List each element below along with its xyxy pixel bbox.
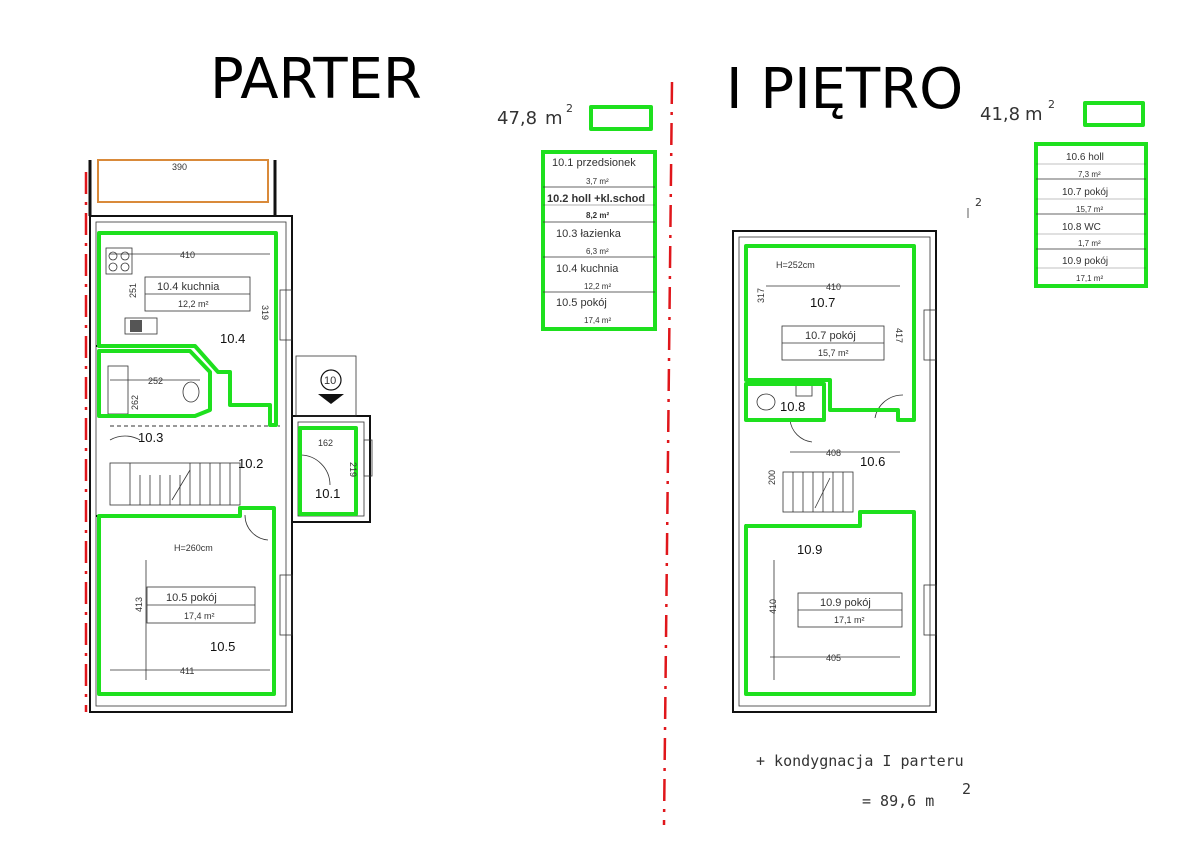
- pietro-title: I PIĘTRO: [726, 57, 963, 122]
- bathtub-icon: [107, 365, 129, 415]
- svg-text:10.9 pokój: 10.9 pokój: [820, 597, 871, 609]
- svg-text:410: 410: [826, 282, 841, 292]
- parter-table-name: 10.1 przedsionek: [552, 157, 636, 169]
- parter-table-name: 10.4 kuchnia: [556, 263, 619, 275]
- door-swing-icon: [109, 435, 141, 441]
- room-number: 10.6: [860, 454, 885, 469]
- pietro-table-area: 15,7 m²: [1076, 205, 1103, 214]
- pietro-table-area: 7,3 m²: [1078, 170, 1101, 179]
- pietro-walls: [732, 230, 937, 713]
- svg-text:251: 251: [128, 283, 138, 298]
- svg-text:162: 162: [318, 438, 333, 448]
- room-number: 10.4: [220, 331, 245, 346]
- svg-text:262: 262: [130, 395, 140, 410]
- parter-stairs: [109, 462, 241, 506]
- ceiling-height-label: H=260cm: [174, 543, 213, 553]
- summary-line-1: + kondygnacja I parteru: [756, 752, 964, 770]
- stray-superscript: 2: [975, 196, 982, 209]
- parter-table-name: 10.2 holl +kl.schod: [547, 193, 645, 205]
- svg-text:10.4 kuchnia: 10.4 kuchnia: [157, 281, 220, 293]
- stove-icon: [105, 247, 133, 275]
- parter-walls: [88, 159, 373, 713]
- pietro-room-table: 10.6 holl 7,3 m² 10.7 pokój 15,7 m² 10.8…: [1034, 142, 1148, 288]
- parter-table-area: 3,7 m²: [586, 177, 609, 186]
- entrance-marker: 10: [318, 369, 344, 404]
- pietro-table-area: 17,1 m²: [1076, 274, 1103, 283]
- pietro-area-highlight: [1083, 101, 1145, 127]
- pietro-area-total: 41,8 m 2: [980, 98, 1055, 125]
- svg-text:413: 413: [134, 597, 144, 612]
- parter-table-area: 8,2 m²: [586, 211, 609, 220]
- parter-dimensions: 390 410 251 319 252 262 162 219 413 411: [110, 162, 358, 680]
- svg-text:408: 408: [826, 448, 841, 458]
- kuchnia-label-box: 10.4 kuchnia 12,2 m²: [144, 276, 251, 312]
- pietro-dimensions: 410 317 417 408 200 410 405: [756, 282, 904, 680]
- svg-text:317: 317: [756, 288, 766, 303]
- svg-text:15,7 m²: 15,7 m²: [818, 348, 849, 358]
- parter-title: PARTER: [210, 47, 422, 112]
- room-number: 10.5: [210, 639, 235, 654]
- parter-table-area: 6,3 m²: [586, 247, 609, 256]
- sink-icon: [124, 317, 158, 335]
- pietro-room-highlights: [744, 244, 916, 696]
- svg-text:411: 411: [180, 666, 194, 676]
- svg-text:47,8: 47,8: [497, 108, 537, 129]
- svg-text:m: m: [545, 108, 563, 129]
- pietro-table-area: 1,7 m²: [1078, 239, 1101, 248]
- svg-text:200: 200: [767, 470, 777, 485]
- svg-text:10.5 pokój: 10.5 pokój: [166, 592, 217, 604]
- parter-room-highlights: [97, 231, 358, 696]
- svg-text:41,8: 41,8: [980, 104, 1020, 125]
- svg-text:417: 417: [894, 328, 904, 343]
- room-number: 10.2: [238, 456, 263, 471]
- room-number: 10.1: [315, 486, 340, 501]
- pokoj107-label-box: 10.7 pokój 15,7 m²: [781, 325, 885, 361]
- svg-text:17,4 m²: 17,4 m²: [184, 611, 215, 621]
- pokoj109-label-box: 10.9 pokój 17,1 m²: [797, 592, 903, 628]
- svg-text:2: 2: [1048, 98, 1055, 111]
- svg-text:12,2 m²: 12,2 m²: [178, 299, 209, 309]
- summary-total-sup: 2: [962, 780, 971, 798]
- svg-text:390: 390: [172, 162, 187, 172]
- svg-text:10.7 pokój: 10.7 pokój: [805, 330, 856, 342]
- room-number: 10.9: [797, 542, 822, 557]
- toilet-icon: [182, 381, 200, 403]
- parter-table-name: 10.3 łazienka: [556, 228, 622, 240]
- room-number: 10.3: [138, 430, 163, 445]
- toilet-icon: [756, 393, 776, 411]
- summary-total: = 89,6 m: [862, 792, 934, 810]
- parter-table-area: 17,4 m²: [584, 316, 611, 325]
- svg-text:410: 410: [180, 250, 195, 260]
- pokoj105-label-box: 10.5 pokój 17,4 m²: [146, 586, 256, 624]
- door-swing-icon: [244, 514, 269, 541]
- pietro-table-name: 10.6 holl: [1066, 152, 1104, 163]
- parter-room-table: 10.1 przedsionek 3,7 m² 10.2 holl +kl.sc…: [541, 150, 657, 331]
- parter-table-name: 10.5 pokój: [556, 297, 607, 309]
- svg-text:10: 10: [324, 375, 336, 387]
- floor-divider-line: [662, 81, 674, 826]
- ceiling-height-label: H=252cm: [776, 260, 815, 270]
- pietro-table-name: 10.7 pokój: [1062, 187, 1108, 198]
- door-swing-icon: [299, 454, 331, 486]
- parter-fixtures: [105, 247, 331, 541]
- svg-text:405: 405: [826, 653, 841, 663]
- parter-area-total: 47,8 m 2: [497, 102, 573, 129]
- svg-text:m: m: [1025, 104, 1043, 125]
- room-number: 10.8: [780, 399, 805, 414]
- room-number: 10.7: [810, 295, 835, 310]
- svg-text:219: 219: [348, 462, 358, 477]
- pietro-table-name: 10.8 WC: [1062, 222, 1101, 233]
- svg-text:2: 2: [566, 102, 573, 115]
- svg-text:319: 319: [260, 305, 270, 320]
- svg-text:410: 410: [768, 599, 778, 614]
- svg-text:252: 252: [148, 376, 163, 386]
- parter-area-highlight: [589, 105, 653, 131]
- pietro-stairs: [782, 471, 854, 513]
- svg-text:17,1 m²: 17,1 m²: [834, 615, 865, 625]
- pietro-table-name: 10.9 pokój: [1062, 256, 1108, 267]
- parter-table-area: 12,2 m²: [584, 282, 611, 291]
